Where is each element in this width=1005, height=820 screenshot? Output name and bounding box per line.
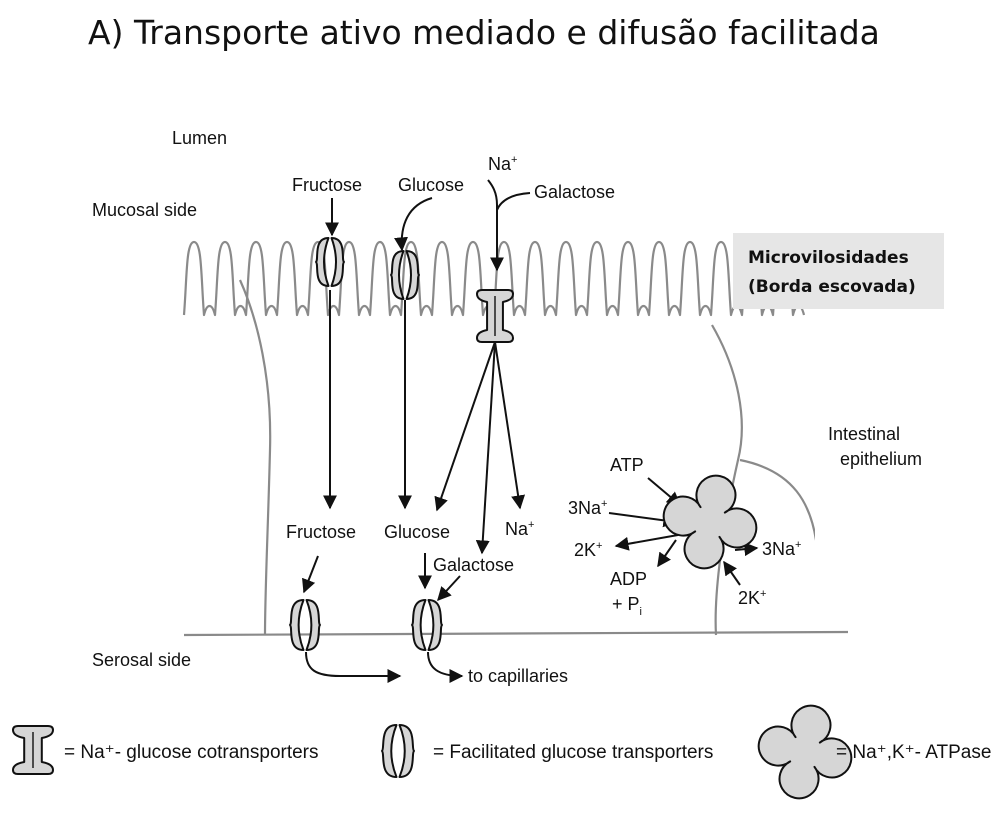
sodium-pump-in-label: 3Na+ [568, 498, 607, 518]
intracellular-arrows [323, 290, 526, 555]
legend-cotransporter-label: = Na⁺- glucose cotransporters [64, 742, 319, 763]
lumen-label: Lumen [172, 128, 227, 148]
fructose-lumen-label: Fructose [292, 175, 362, 195]
atp-label: ATP [610, 455, 644, 475]
legend-atpase-icon [757, 704, 853, 800]
uptake-arrows [325, 179, 531, 272]
sodium-lumen-label: Na+ [488, 154, 517, 174]
page-title: A) Transporte ativo mediado e difusão fa… [88, 13, 880, 52]
fructose-transporter-basolateral [289, 599, 321, 651]
exit-arrows [302, 553, 464, 683]
potassium-pump-out-label: 2K+ [574, 540, 602, 560]
microvilli-callout-line1: Microvilosidades [748, 248, 909, 268]
fructose-cell-label: Fructose [286, 522, 356, 542]
sodium-cell-label: Na+ [505, 519, 534, 539]
galactose-lumen-label: Galactose [534, 182, 615, 202]
serosal-side-label: Serosal side [92, 650, 191, 670]
glucose-transporter-apical [390, 250, 420, 300]
right-lateral-membrane [711, 324, 743, 636]
legend-cotransporter-icon [12, 725, 54, 775]
right-cell-membrane [739, 458, 815, 542]
legend-facilitated-label: = Facilitated glucose transporters [433, 742, 713, 763]
microvilli-callout-line2: (Borda escovada) [748, 277, 916, 297]
basal-membrane [183, 630, 849, 637]
mucosal-side-label: Mucosal side [92, 200, 197, 220]
sodium-potassium-atpase [662, 474, 758, 570]
intestinal-label-line2: epithelium [840, 449, 922, 469]
galactose-cell-label: Galactose [433, 555, 514, 575]
legend-icons [12, 704, 853, 800]
glucose-cell-label: Glucose [384, 522, 450, 542]
sodium-glucose-cotransporter [476, 289, 514, 343]
adp-label: ADP [610, 569, 647, 589]
potassium-pump-in-label: 2K+ [738, 588, 766, 608]
fructose-transporter-apical [315, 237, 345, 287]
glucose-transporter-basolateral [411, 599, 443, 651]
phosphate-label: + Pi [612, 594, 642, 618]
left-lateral-membrane [238, 279, 272, 636]
sodium-pump-out-label: 3Na+ [762, 539, 801, 559]
to-capillaries-label: to capillaries [468, 666, 568, 686]
transport-proteins [289, 237, 758, 651]
intestinal-label-line1: Intestinal [828, 424, 900, 444]
legend-facilitated-icon [381, 724, 415, 778]
legend-atpase-label: = Na⁺,K⁺- ATPase [836, 742, 991, 763]
glucose-lumen-label: Glucose [398, 175, 464, 195]
microvilli-callout-box [733, 233, 944, 309]
